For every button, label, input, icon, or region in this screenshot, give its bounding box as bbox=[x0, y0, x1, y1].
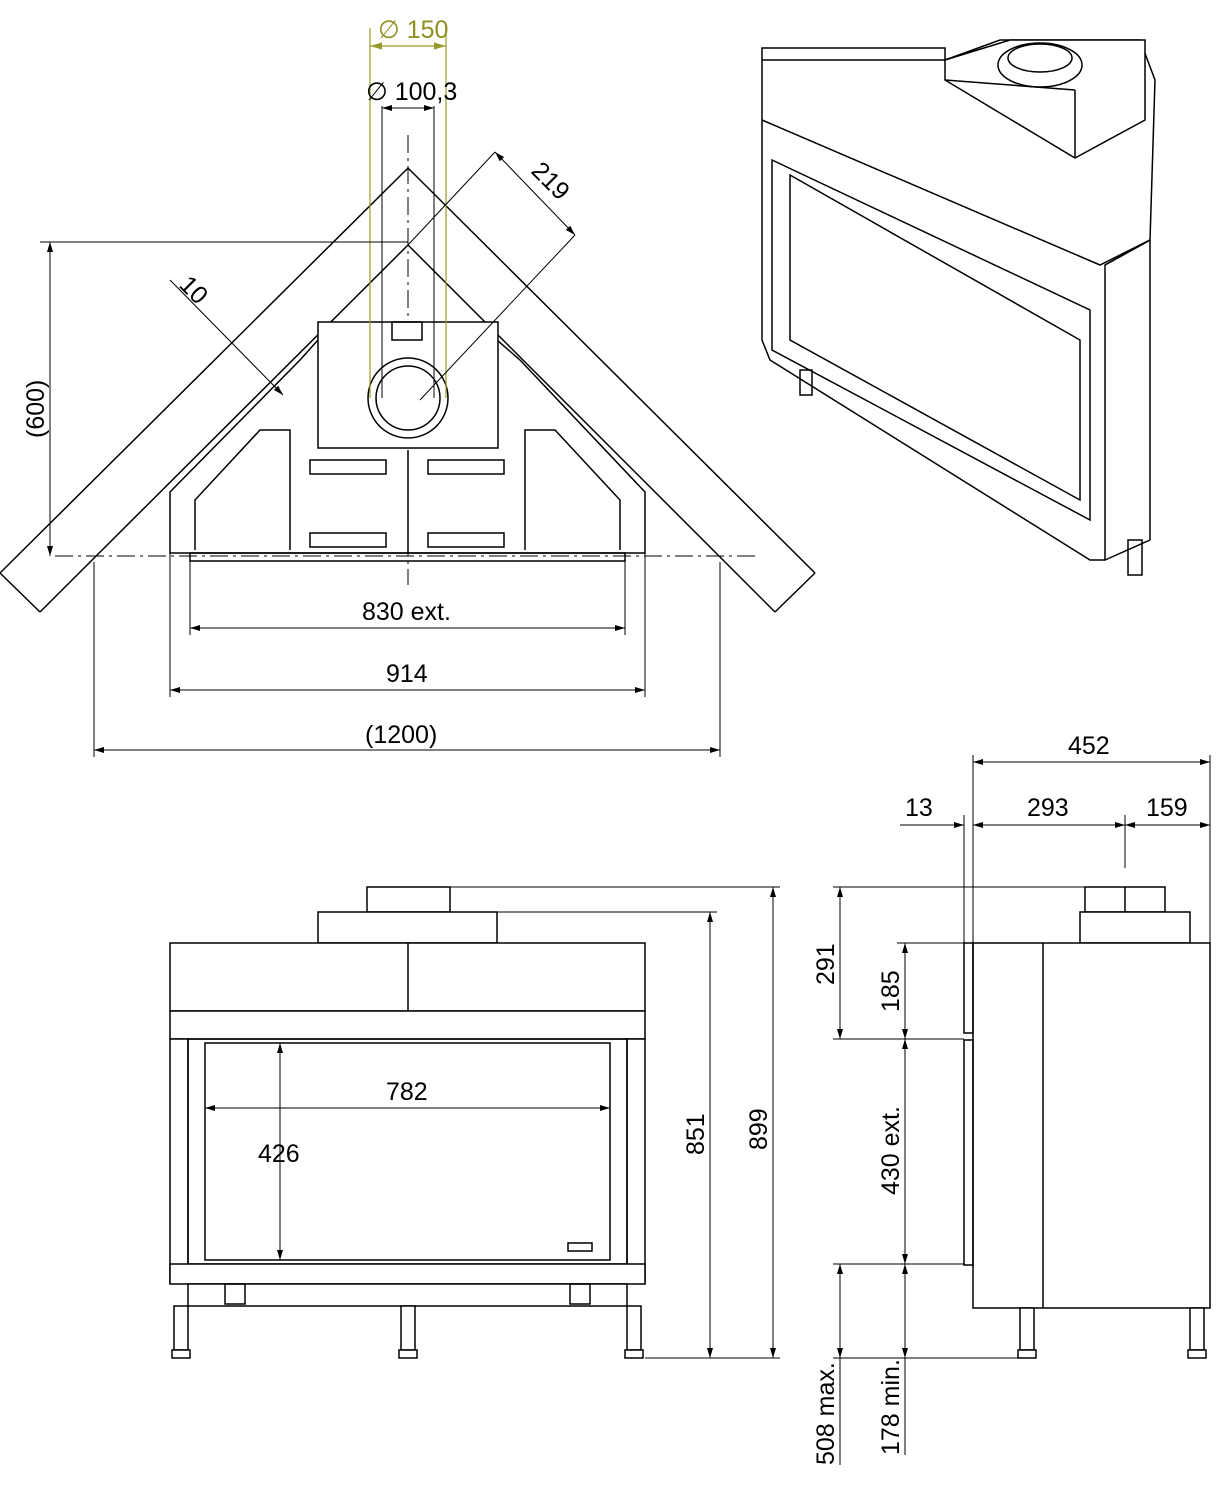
h508-label: 508 max. bbox=[812, 1362, 840, 1465]
legs bbox=[171, 1305, 644, 1359]
wall-10-label: 10 bbox=[174, 270, 213, 309]
front-view: 782 426 851 899 bbox=[169, 886, 780, 1359]
height-600-label: (600) bbox=[22, 380, 50, 438]
width-1200-label: (1200) bbox=[365, 721, 437, 749]
glass-width-782-label: 782 bbox=[386, 1078, 428, 1106]
h185-label: 185 bbox=[877, 970, 905, 1012]
width-dimensions: 830 ext. 914 (1200) bbox=[93, 553, 721, 757]
d159-label: 159 bbox=[1146, 794, 1188, 822]
d13-label: 13 bbox=[905, 794, 933, 822]
width-914-label: 914 bbox=[386, 660, 428, 688]
flue-inner-diameter-label: ∅ 100,3 bbox=[366, 78, 457, 106]
side-view: 452 13 293 159 291 185 430 ext. 508 max.… bbox=[812, 732, 1211, 1465]
d293-label: 293 bbox=[1027, 794, 1069, 822]
depth-219-label: 219 bbox=[526, 156, 575, 205]
flue-outer-diameter-label: ∅ 150 bbox=[378, 16, 448, 44]
h291-label: 291 bbox=[812, 943, 840, 985]
wall-10-dimension: 10 bbox=[169, 270, 284, 396]
flue-dimensions: ∅ 150 ∅ 100,3 bbox=[366, 16, 457, 398]
width-830-label: 830 ext. bbox=[362, 598, 451, 626]
depth-452-label: 452 bbox=[1068, 732, 1110, 760]
isometric-view bbox=[761, 39, 1156, 576]
height-600-dimension: (600) bbox=[22, 241, 408, 556]
height-899-label: 899 bbox=[745, 1108, 773, 1150]
height-851-label: 851 bbox=[682, 1113, 710, 1155]
fireplace-plan bbox=[169, 321, 646, 562]
h430-label: 430 ext. bbox=[877, 1106, 905, 1195]
glass-height-426-label: 426 bbox=[258, 1140, 300, 1168]
top-view: ∅ 150 ∅ 100,3 219 10 (600) 830 ext. bbox=[0, 16, 816, 757]
h178-label: 178 min. bbox=[877, 1359, 905, 1455]
